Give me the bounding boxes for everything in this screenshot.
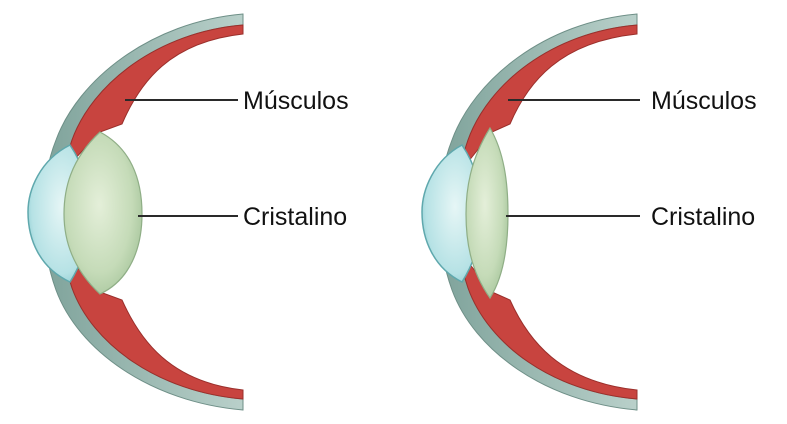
label-lens-left: Cristalino — [243, 203, 347, 231]
eye-panel-right: Músculos Cristalino — [422, 14, 757, 410]
eye-panel-left: Músculos Cristalino — [28, 14, 349, 410]
label-muscles-right: Músculos — [651, 87, 757, 115]
label-lens-right: Cristalino — [651, 203, 755, 231]
label-muscles-left: Músculos — [243, 87, 349, 115]
